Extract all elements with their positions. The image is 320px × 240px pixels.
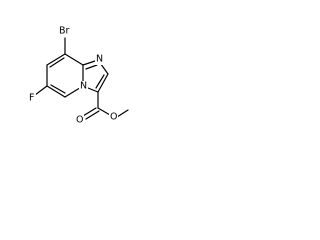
bond-carbonyl-o-double-a — [82, 107, 97, 117]
atom-label-o-carbonyl: O — [76, 115, 83, 126]
atom-label-n-imidazole: N — [96, 54, 103, 65]
bond-c8a-n1-double — [85, 64, 98, 70]
bond-o-methyl — [116, 109, 129, 118]
bond-c6-c5 — [46, 85, 66, 98]
bond-c8-c7 — [46, 53, 66, 66]
atom-label-f: F — [29, 93, 34, 104]
bond-c8a-c8 — [64, 53, 84, 66]
bond-c6-f — [34, 85, 48, 96]
atom-label-n-bridge: N — [80, 81, 87, 92]
bond-c2-c3 — [97, 73, 109, 93]
atom-label-br: Br — [59, 26, 70, 37]
atom-label-o-ester: O — [110, 112, 117, 123]
bond-c6-c5-double — [50, 84, 66, 94]
bond-c2-c3-double — [95, 74, 105, 89]
bond-c8-c7-double — [49, 57, 65, 68]
molecule-structure: Br N F N O O — [28, 25, 129, 126]
bond-carbonyl-o-double-b — [85, 110, 100, 120]
bond-carbonyl-o-ester — [97, 107, 111, 116]
